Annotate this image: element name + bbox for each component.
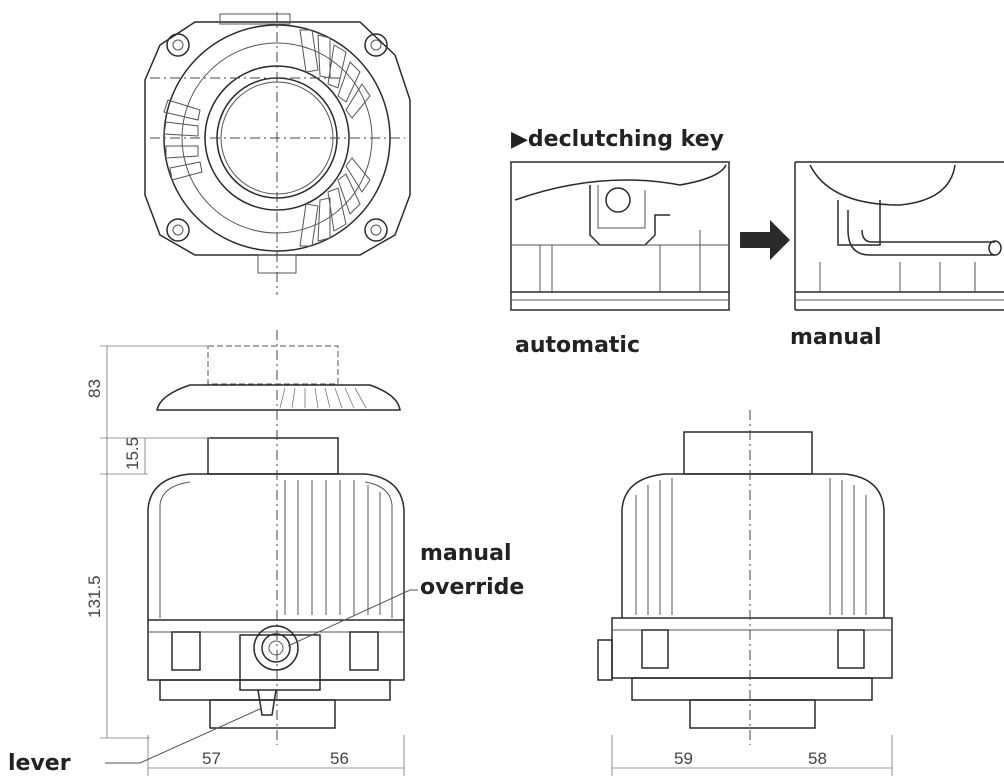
top-view bbox=[144, 12, 411, 295]
automatic-detail-drawing bbox=[510, 161, 730, 311]
transition-arrow-icon bbox=[740, 220, 790, 260]
lever-label: lever bbox=[8, 751, 71, 776]
side-view bbox=[597, 410, 893, 745]
dimension-lines bbox=[100, 345, 893, 776]
dim-left-front-a: 57 bbox=[202, 749, 221, 768]
declutching-key-detail: ▶declutching key automatic manual bbox=[510, 127, 1004, 358]
dim-top-height: 15.5 bbox=[123, 437, 142, 470]
manual-label: manual bbox=[790, 325, 881, 350]
manual-detail-drawing bbox=[794, 161, 1004, 311]
dim-right-side-a: 59 bbox=[674, 749, 693, 768]
manual-override-label-line1: manual bbox=[420, 541, 511, 566]
manual-override-callout: manual override bbox=[287, 541, 524, 647]
dim-cover-height: 83 bbox=[85, 379, 104, 398]
front-view bbox=[147, 330, 405, 745]
dim-right-side-b: 58 bbox=[808, 749, 827, 768]
dim-body-height: 131.5 bbox=[85, 575, 104, 618]
dim-left-front-b: 56 bbox=[330, 749, 349, 768]
automatic-label: automatic bbox=[515, 333, 640, 358]
lever-callout: lever bbox=[8, 707, 263, 776]
declutching-key-label: ▶declutching key bbox=[511, 127, 724, 152]
manual-override-label-line2: override bbox=[420, 575, 524, 600]
front-cover bbox=[156, 345, 401, 411]
